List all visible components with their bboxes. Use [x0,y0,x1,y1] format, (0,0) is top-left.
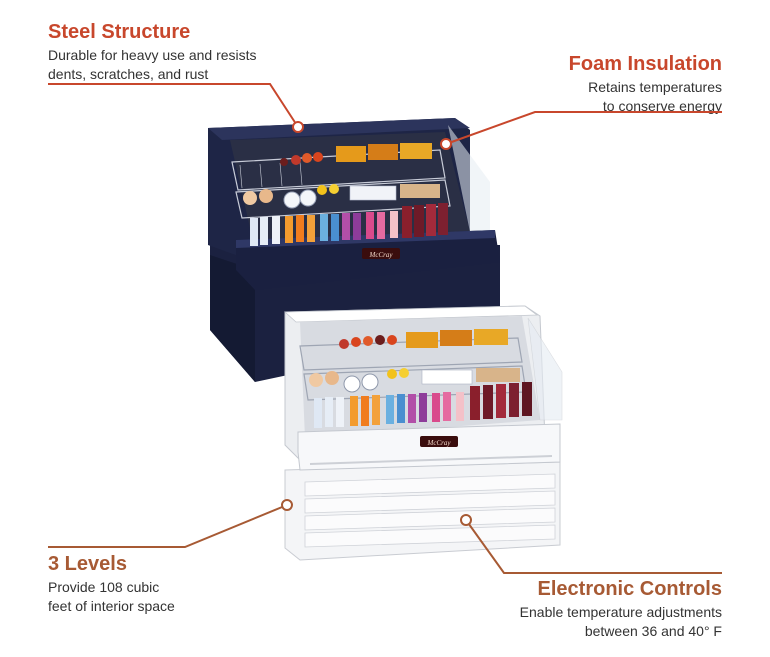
callout-title: 3 Levels [48,553,127,575]
desc-line: dents, scratches, and rust [48,66,209,82]
marker-dot [440,138,452,150]
leader-line-foam [440,111,722,150]
desc-line: Provide 108 cubic [48,579,160,595]
callout-description: Durable for heavy use and resists dents,… [48,46,308,84]
desc-line: to conserve energy [602,98,722,114]
desc-line: Enable temperature adjustments [519,604,722,620]
callout-3-levels: 3 Levels Provide 108 cubic feet of inter… [48,552,268,616]
desc-line: feet of interior space [48,598,175,614]
callout-description: Enable temperature adjustments between 3… [470,603,722,641]
callout-foam-insulation: Foam Insulation Retains temperatures to … [520,52,722,116]
callout-title: Electronic Controls [537,578,722,600]
desc-line: Durable for heavy use and resists [48,47,257,63]
brand-plate-navy [362,248,400,259]
marker-dot [281,499,293,511]
callout-title: Steel Structure [48,21,191,43]
brand-plate-text: McCray [369,251,394,259]
white-shelves [299,329,532,428]
desc-line: between 36 and 40° F [584,623,722,639]
callout-title: Foam Insulation [568,53,722,75]
leader-line-steel [48,83,304,133]
callout-description: Provide 108 cubic feet of interior space [48,578,268,616]
marker-dot [460,514,472,526]
brand-plate-white [420,436,458,447]
leader-line-levels [48,499,293,548]
leader-line-electronic [460,514,722,574]
callout-electronic-controls: Electronic Controls Enable temperature a… [470,577,722,641]
callout-steel-structure: Steel Structure Durable for heavy use an… [48,20,308,84]
desc-line: Retains temperatures [588,79,722,95]
navy-shelves [231,143,451,246]
marker-dot [292,121,304,133]
brand-plate-text: McCray [427,439,452,447]
callout-description: Retains temperatures to conserve energy [520,78,722,116]
